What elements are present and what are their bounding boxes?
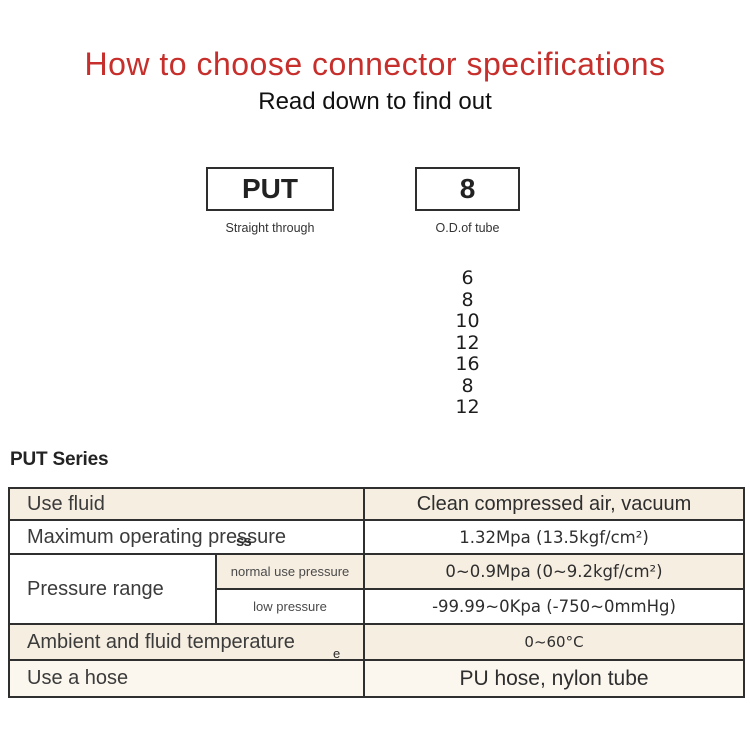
size-code-box: 8 [415,167,520,211]
spec-label-temperature: Ambient and fluid temperature [8,623,365,661]
size-box-caption: O.D.of tube [435,221,500,235]
text-overlay-artifact: ss [236,533,252,550]
specification-table: Use fluid Clean compressed air, vacuum M… [8,487,745,698]
spec-label-hose: Use a hose [8,659,365,698]
size-option: 16 [455,353,480,375]
spec-label-pressure-range: Pressure range [8,553,217,625]
spec-label-use-fluid: Use fluid [8,487,365,521]
size-option: 10 [455,310,480,332]
spec-value-hose: PU hose, nylon tube [363,659,745,698]
table-row: Maximum operating pressure 1.32Mpa (13.5… [8,519,745,555]
spec-value-normal-use-pressure: 0~0.9Mpa (0~9.2kgf/cm²) [363,553,745,590]
spec-value-max-pressure: 1.32Mpa (13.5kgf/cm²) [363,519,745,555]
table-row: Pressure range normal use pressure 0~0.9… [8,553,745,625]
series-box-caption: Straight through [225,221,315,235]
size-option: 12 [455,331,480,354]
size-option: 8 [461,288,474,311]
page-subtitle: Read down to find out [258,88,492,115]
spec-sublabel-normal-use-pressure: normal use pressure [215,553,365,590]
spec-value-temperature: 0~60°C [363,623,745,661]
spec-value-use-fluid: Clean compressed air, vacuum [363,487,745,521]
tube-size-options-list: 6 8 10 12 16 8 12 [415,267,520,419]
table-row: Use fluid Clean compressed air, vacuum [8,487,745,521]
spec-label-max-pressure: Maximum operating pressure [8,519,365,555]
table-row: Ambient and fluid temperature 0~60°C [8,623,745,661]
size-option: 12 [455,396,480,418]
series-code-box: PUT [206,167,334,211]
table-row: Use a hose PU hose, nylon tube [8,659,745,698]
size-option: 8 [461,374,474,397]
table-row: low pressure -99.99~0Kpa (-750~0mmHg) [9,588,745,625]
size-option: 6 [461,267,474,289]
page-title: How to choose connector specifications [84,46,666,82]
spec-value-low-pressure: -99.99~0Kpa (-750~0mmHg) [363,588,745,625]
text-overlay-artifact: e [333,646,341,661]
spec-sublabel-low-pressure: low pressure [215,588,365,625]
series-heading: PUT Series [10,449,109,470]
